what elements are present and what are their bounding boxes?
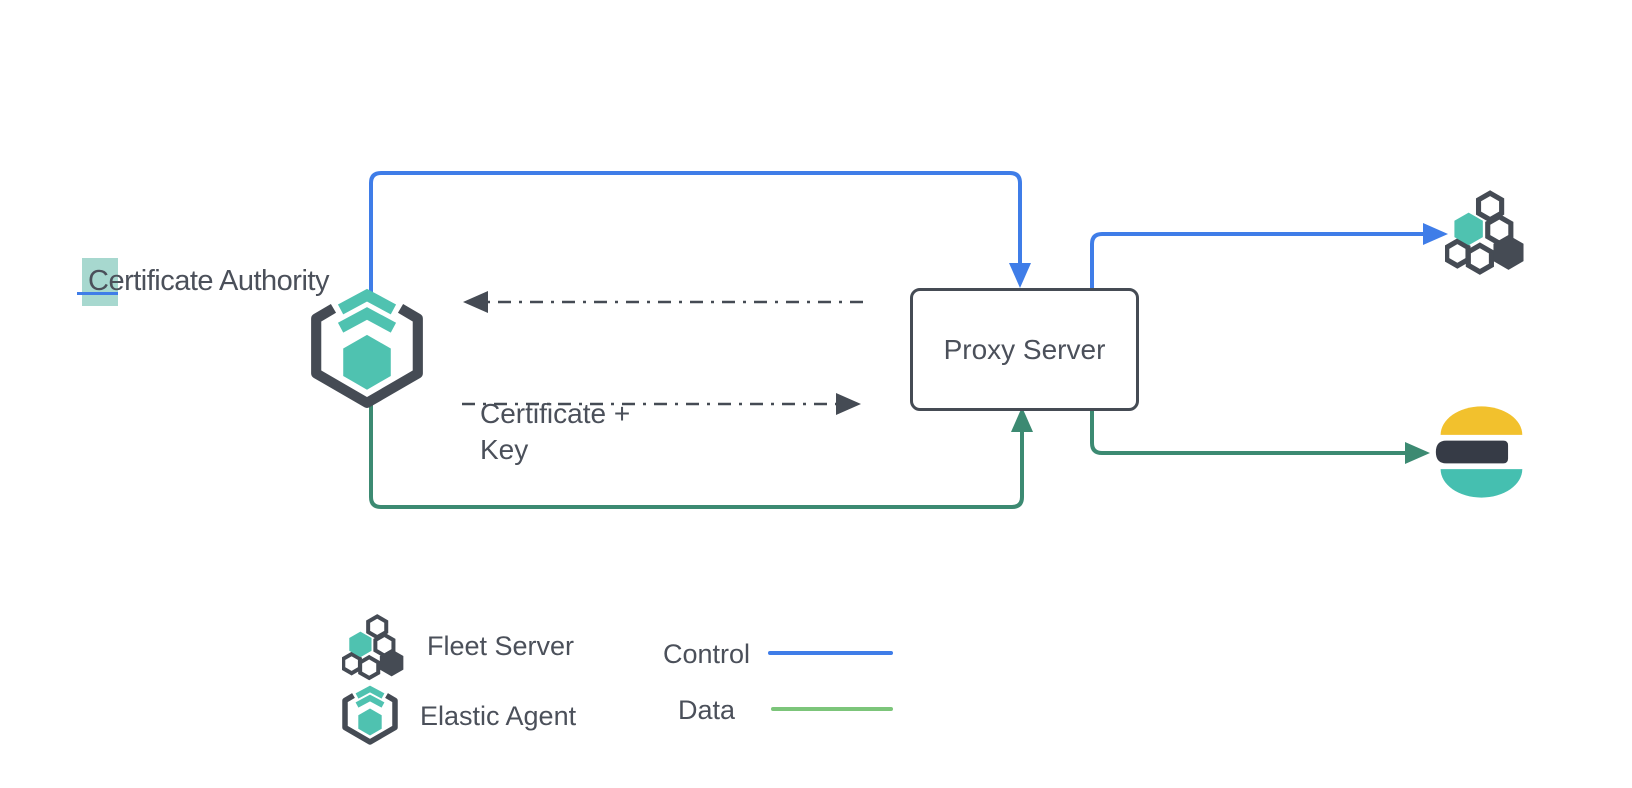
legend-fleet-server-label[interactable]: Fleet Server	[427, 631, 575, 661]
dashed-connector-rightward[interactable]	[462, 393, 861, 415]
data-connector-agent-to-proxy[interactable]	[369, 402, 1033, 509]
data-connector-proxy-to-elasticsearch[interactable]	[1090, 405, 1430, 464]
legend-data-label[interactable]: Data	[677, 695, 735, 725]
arrowhead-up-icon	[1011, 407, 1033, 432]
legend-fleet-server-icon[interactable]	[342, 610, 406, 682]
arrowhead-down-icon	[1009, 263, 1031, 288]
arrowhead-left-icon	[463, 291, 488, 313]
legend-elastic-agent-icon[interactable]	[340, 682, 400, 746]
annotation-line-2: Key	[480, 434, 529, 465]
elastic-agent-icon[interactable]	[306, 283, 428, 409]
dashed-connector-leftward[interactable]	[463, 291, 863, 313]
arrowhead-right-icon	[836, 393, 861, 415]
proxy-server-node[interactable]: Proxy Server	[910, 288, 1139, 411]
legend-control-line-swatch	[768, 651, 893, 655]
legend-elastic-agent-label[interactable]: Elastic Agent	[420, 701, 577, 731]
legend-data-line-swatch	[771, 707, 893, 711]
control-connector-proxy-to-fleet[interactable]	[1090, 223, 1448, 288]
fleet-server-icon[interactable]	[1445, 185, 1527, 277]
certificate-authority-label[interactable]: Certificate Authority	[88, 265, 329, 297]
annotation-line-1: Certificate +	[480, 398, 631, 429]
selection-highlight	[82, 258, 118, 306]
arrowhead-right-icon	[1423, 223, 1448, 245]
legend-control-label[interactable]: Control	[662, 639, 750, 669]
arrowhead-right-icon	[1405, 442, 1430, 464]
elasticsearch-icon[interactable]	[1433, 404, 1528, 500]
proxy-server-label: Proxy Server	[943, 333, 1106, 365]
collaborator-cursor-underline	[77, 292, 118, 295]
control-connector-agent-to-proxy[interactable]	[369, 171, 1031, 299]
certificate-key-annotation[interactable]: Certificate + Key	[480, 396, 630, 468]
